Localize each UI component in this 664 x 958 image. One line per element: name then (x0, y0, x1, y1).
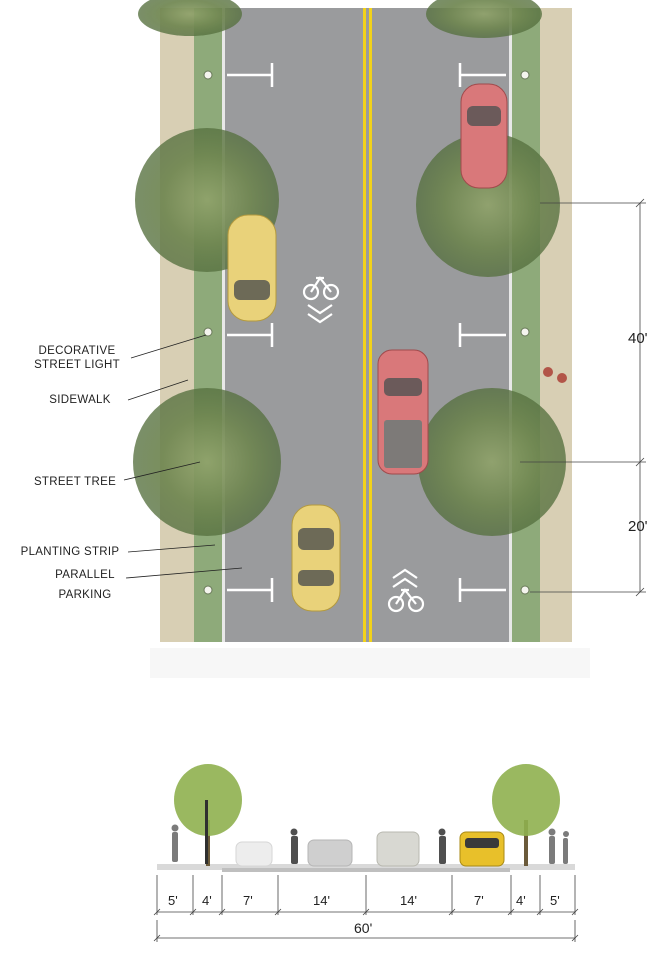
left-sidewalk (160, 8, 194, 642)
section-width-lane-left: 14' (313, 893, 330, 908)
section-width-parking-left: 7' (243, 893, 253, 908)
callout-planting-strip: PLANTING STRIP (20, 546, 120, 558)
left-planting-strip (194, 8, 222, 642)
dimension-tree-spacing: 40' (628, 330, 648, 347)
callout-street-tree: STREET TREE (33, 476, 117, 488)
callout-street-light: DECORATIVE STREET LIGHT (18, 344, 136, 372)
center-line-right (369, 8, 372, 642)
section-width-lane-right: 14' (400, 893, 417, 908)
plan-shadow (150, 648, 590, 678)
section-width-planting-right: 4' (516, 893, 526, 908)
street-light-icons (203, 70, 530, 595)
right-curb (509, 8, 512, 642)
section-width-parking-right: 7' (474, 893, 484, 908)
callout-parking-line1: PARALLEL (55, 569, 115, 581)
street-tree-icons (133, 0, 566, 536)
callout-street-light-line2: STREET LIGHT (34, 359, 120, 371)
dimension-lines (520, 198, 646, 597)
bike-lane-symbols (302, 276, 425, 613)
section-width-total: 60' (354, 920, 373, 936)
section-width-sidewalk-right: 5' (550, 893, 560, 908)
section-width-sidewalk-left: 5' (168, 893, 178, 908)
left-curb (222, 8, 225, 642)
center-line-left (363, 8, 366, 642)
callout-leaders (123, 334, 243, 579)
section-width-planting-left: 4' (202, 893, 212, 908)
callout-parallel-parking: PARALLEL PARKING (40, 568, 130, 602)
parking-markers-right (458, 63, 506, 602)
right-planting-strip (512, 8, 540, 642)
car-icons (227, 83, 508, 612)
callout-parking-line2: PARKING (58, 589, 112, 601)
parking-markers-left (227, 63, 274, 602)
callout-sidewalk: SIDEWALK (49, 394, 111, 406)
right-sidewalk (540, 8, 572, 642)
callout-street-light-line1: DECORATIVE (38, 345, 116, 357)
pedestrian-icon (543, 367, 567, 383)
dimension-light-spacing: 20' (628, 518, 648, 535)
